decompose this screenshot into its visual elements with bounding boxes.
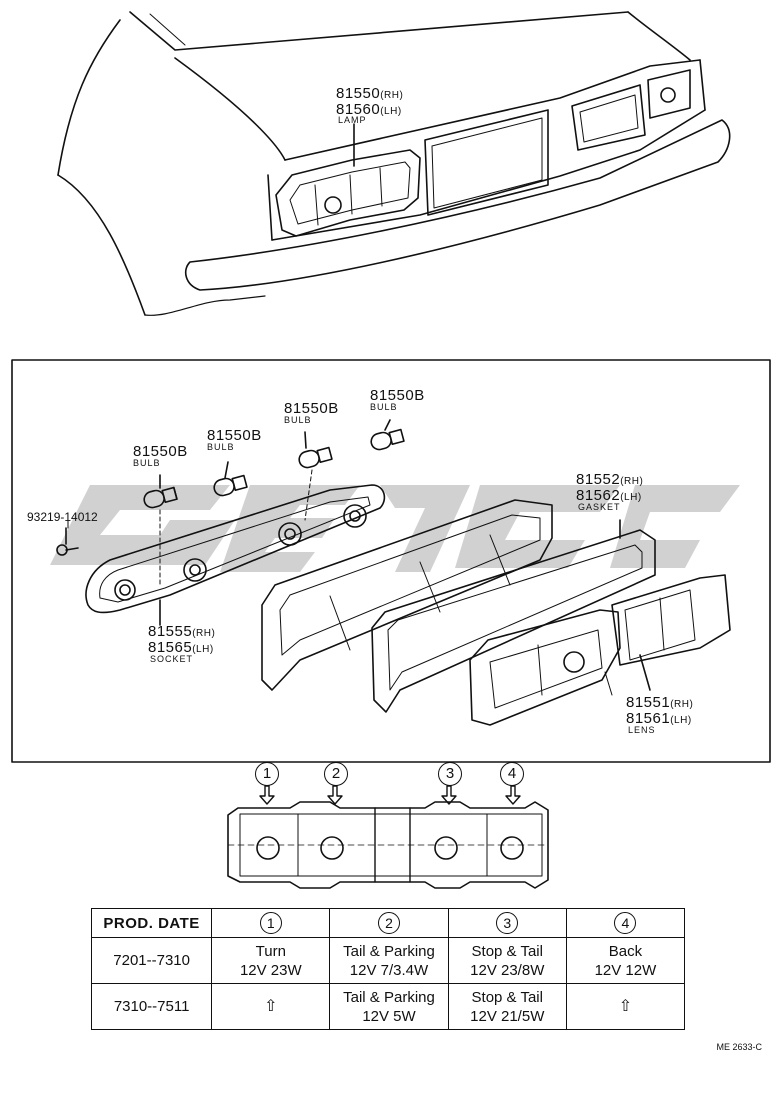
header-marker-2: 2 xyxy=(377,912,400,934)
lamp-lh-suffix: (LH) xyxy=(380,106,402,117)
row1-col4-line2: 12V 12W xyxy=(594,961,657,979)
lens-rh-suffix: (RH) xyxy=(670,699,694,710)
row1-col3-line1: Stop & Tail xyxy=(471,942,543,960)
lamp-rh-number: 81550 xyxy=(336,85,381,102)
housing-drawing xyxy=(261,499,553,691)
bulb-drawings xyxy=(143,419,405,586)
header-col-4: 4 xyxy=(565,908,686,938)
lamp-rh-suffix: (RH) xyxy=(380,90,404,101)
header-marker-1: 1 xyxy=(259,912,282,934)
socket-rh-suffix: (RH) xyxy=(192,628,216,639)
bulb-2-label: BULB xyxy=(207,442,235,452)
lamp-lh-part-number: 81560(LH) xyxy=(336,102,402,117)
row2-col2-line1: Tail & Parking xyxy=(343,988,435,1006)
position-marker-4: 4 xyxy=(500,762,524,786)
header-col-1: 1 xyxy=(211,908,331,938)
gasket-lh-suffix: (LH) xyxy=(620,492,642,503)
bulb-3-part: 81550B xyxy=(284,400,339,417)
screw-drawing xyxy=(56,527,79,556)
socket-rh-number: 81555 xyxy=(148,623,193,640)
socket-rh-part: 81555(RH) xyxy=(148,624,215,639)
row2-col3-line2: 12V 21/5W xyxy=(470,1007,545,1025)
lens-drawing xyxy=(469,574,731,726)
gasket-label: GASKET xyxy=(578,502,621,512)
socket-lh-part: 81565(LH) xyxy=(148,640,214,655)
header-prod-date: PROD. DATE xyxy=(90,908,213,938)
row1-col3-line2: 12V 23/8W xyxy=(470,961,545,979)
socket-label: SOCKET xyxy=(150,654,194,664)
row1-col1-line2: 12V 23W xyxy=(239,961,302,979)
leader-lines xyxy=(67,520,613,696)
gasket-rh-number: 81552 xyxy=(576,471,621,488)
bulb-3-label: BULB xyxy=(284,415,312,425)
lamp-label: LAMP xyxy=(338,115,367,125)
position-marker-3: 3 xyxy=(438,762,462,786)
gasket-lh-part: 81562(LH) xyxy=(576,488,642,503)
gasket-drawing xyxy=(371,519,656,713)
row1-col1-line1: Turn xyxy=(255,942,286,960)
figure-code: ME 2633-C xyxy=(716,1042,762,1052)
row2-col1: ⇧ xyxy=(211,983,331,1030)
row2-date: 7310--7511 xyxy=(90,983,213,1030)
row1-col2-line1: Tail & Parking xyxy=(343,942,435,960)
same-as-above-icon: ⇧ xyxy=(264,998,278,1015)
socket-drawing xyxy=(85,484,386,626)
lamp-lh-number: 81560 xyxy=(336,101,381,118)
lens-rh-part: 81551(RH) xyxy=(626,695,693,710)
lens-position-diagram xyxy=(227,801,549,889)
lens-lh-number: 81561 xyxy=(626,710,671,727)
position-arrows xyxy=(259,785,521,805)
bulb-1-label: BULB xyxy=(133,458,161,468)
car-rear-illustration xyxy=(57,11,731,316)
bulb-4-label: BULB xyxy=(370,402,398,412)
exploded-view-frame xyxy=(11,359,771,763)
position-marker-1: 1 xyxy=(255,762,279,786)
header-marker-4: 4 xyxy=(614,912,637,934)
gasket-lh-number: 81562 xyxy=(576,487,621,504)
table-header-row: PROD. DATE 1 2 3 4 xyxy=(90,908,686,938)
row2-col2-line2: 12V 5W xyxy=(362,1007,416,1025)
lens-rh-number: 81551 xyxy=(626,694,671,711)
bulb-1-part: 81550B xyxy=(133,443,188,460)
row1-col4-line1: Back xyxy=(608,942,643,960)
lens-lh-part: 81561(LH) xyxy=(626,711,692,726)
screw-part: 93219-14012 xyxy=(27,510,98,524)
row1-col2-line2: 12V 7/3.4W xyxy=(349,961,429,979)
row2-col4: ⇧ xyxy=(565,983,686,1030)
same-as-above-icon: ⇧ xyxy=(618,998,633,1015)
socket-lh-suffix: (LH) xyxy=(192,644,214,655)
header-col-3: 3 xyxy=(447,908,567,938)
row2-col3-line1: Stop & Tail xyxy=(471,988,543,1006)
header-col-2: 2 xyxy=(329,908,449,938)
gasket-rh-suffix: (RH) xyxy=(620,476,644,487)
lens-label: LENS xyxy=(628,725,656,735)
lamp-rh-part-number: 81550(RH) xyxy=(336,86,403,101)
bulb-4-part: 81550B xyxy=(370,387,425,404)
row1-date: 7201--7310 xyxy=(90,937,213,984)
position-marker-2: 2 xyxy=(324,762,348,786)
socket-lh-number: 81565 xyxy=(148,639,193,656)
bulb-2-part: 81550B xyxy=(207,427,262,444)
gasket-rh-part: 81552(RH) xyxy=(576,472,643,487)
lens-lh-suffix: (LH) xyxy=(670,715,692,726)
header-marker-3: 3 xyxy=(496,912,519,934)
